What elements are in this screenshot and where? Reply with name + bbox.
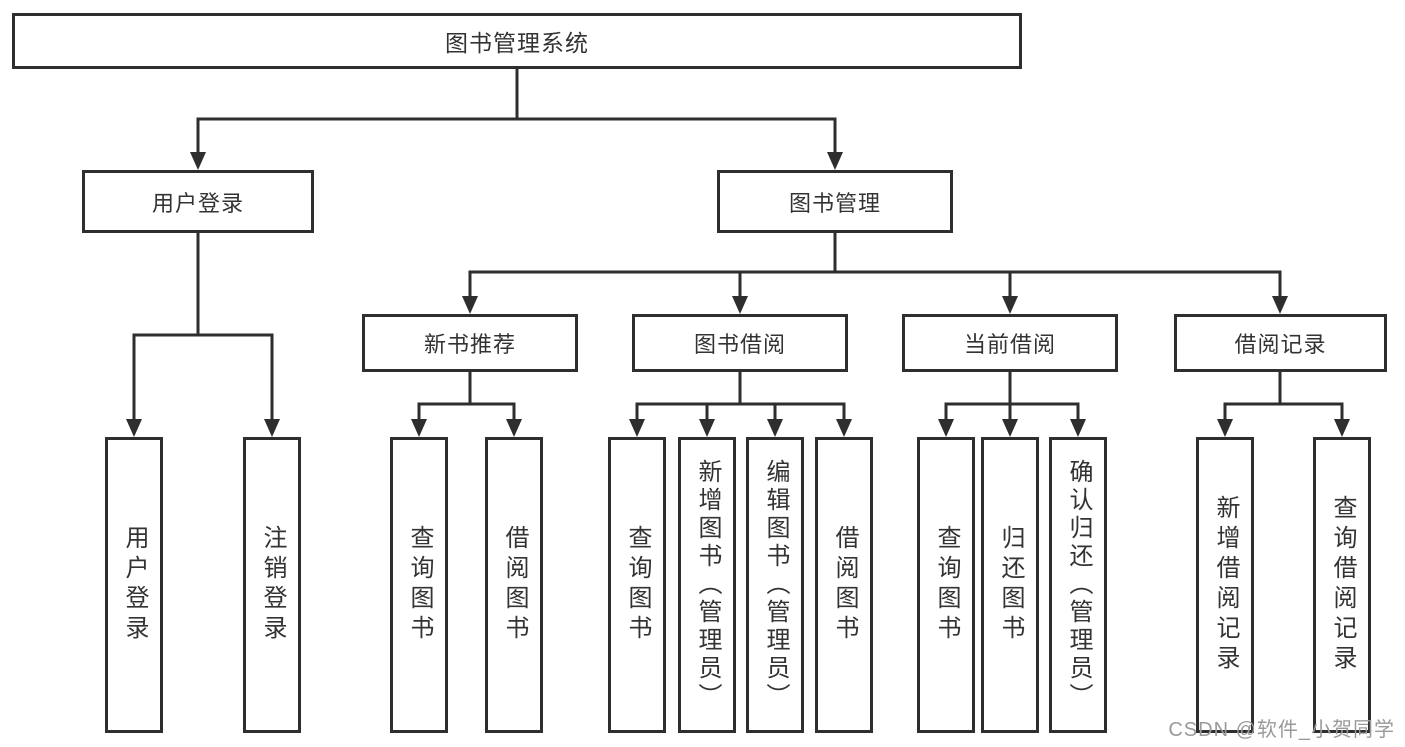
connector-user-login-to-leaves (126, 233, 280, 437)
connector-book-management-to-level3 (462, 233, 1288, 314)
node-current-borrowing: 当前借阅 (902, 314, 1118, 372)
leaf-query-books-current: 查询图书 (917, 437, 975, 733)
node-book-borrowing: 图书借阅 (632, 314, 848, 372)
node-new-book-recommendation: 新书推荐 (362, 314, 578, 372)
leaf-return-books: 归还图书 (981, 437, 1039, 733)
leaf-add-borrow-record: 新增借阅记录 (1196, 437, 1254, 733)
connector-current-borrow-to-leaves (938, 371, 1086, 437)
node-user-login: 用户登录 (82, 170, 314, 233)
leaf-user-login: 用户登录 (105, 437, 163, 733)
leaf-logout: 注销登录 (243, 437, 301, 733)
node-borrowing-records: 借阅记录 (1174, 314, 1387, 372)
leaf-confirm-return-admin: 确认归还（管理员） (1049, 437, 1107, 733)
leaf-query-books-borrowing: 查询图书 (608, 437, 666, 733)
node-book-management: 图书管理 (717, 170, 953, 233)
leaf-add-books-admin: 新增图书（管理员） (678, 437, 736, 733)
node-library-management-system: 图书管理系统 (12, 13, 1022, 69)
leaf-edit-books-admin: 编辑图书（管理员） (746, 437, 804, 733)
leaf-query-books-recommendation: 查询图书 (390, 437, 448, 733)
leaf-query-borrow-record: 查询借阅记录 (1313, 437, 1371, 733)
connector-book-borrow-to-leaves (629, 371, 852, 437)
leaf-borrow-books-recommendation: 借阅图书 (485, 437, 543, 733)
connector-root-to-level2 (190, 69, 843, 170)
connector-borrow-records-to-leaves (1217, 371, 1350, 437)
connector-new-book-to-leaves (411, 371, 522, 437)
csdn-watermark: CSDN @软件_小贺同学 (1168, 719, 1395, 741)
leaf-borrow-books: 借阅图书 (815, 437, 873, 733)
